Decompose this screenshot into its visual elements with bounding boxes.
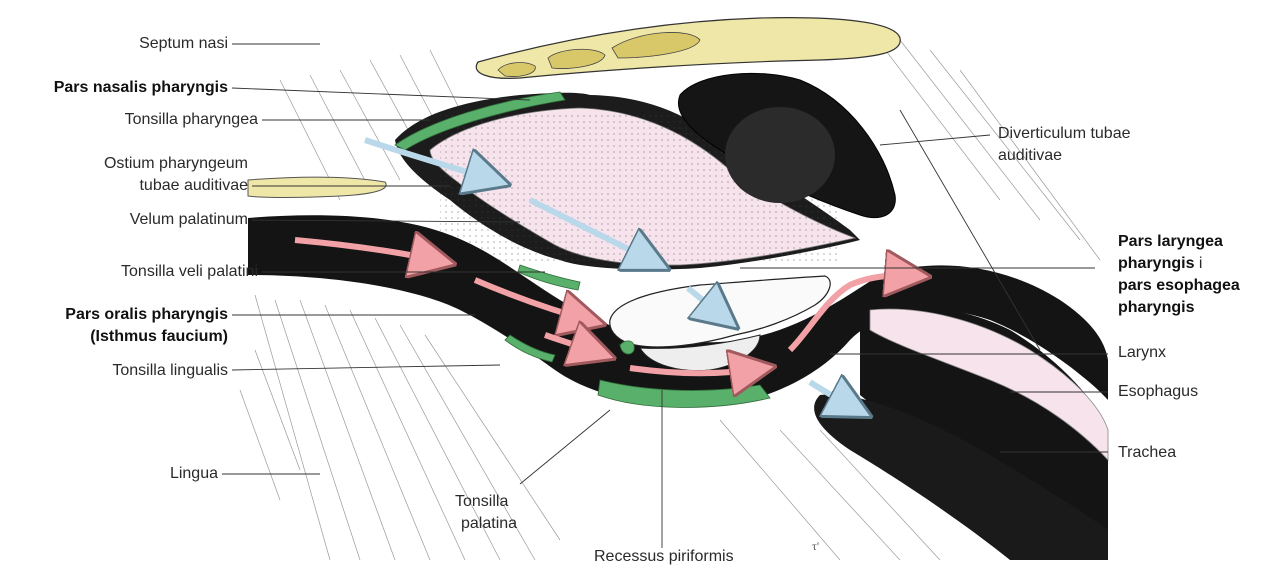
label-diverticulum-line1: Diverticulum tubae	[998, 124, 1131, 144]
label-tonsilla-pharyngea: Tonsilla pharyngea	[20, 110, 258, 130]
label-trachea: Trachea	[1118, 443, 1176, 463]
septum-bone	[476, 18, 900, 79]
label-ostium-line1: Ostium pharyngeum	[20, 154, 248, 174]
small-mark: τ'	[812, 539, 819, 553]
label-diverticulum-line2: auditivae	[998, 146, 1062, 166]
label-velum-palatinum: Velum palatinum	[20, 210, 248, 230]
label-pars-laryngea-line4: pharyngis	[1118, 298, 1194, 318]
label-tonsilla-veli: Tonsilla veli palatini	[20, 262, 258, 282]
label-lingua: Lingua	[100, 464, 218, 484]
label-tonsilla-palatina-line2: palatina	[461, 514, 517, 534]
label-pars-laryngea-line3: pars esophagea	[1118, 276, 1240, 296]
label-larynx: Larynx	[1118, 343, 1166, 363]
label-pars-oralis-line1: Pars oralis pharyngis	[4, 305, 228, 325]
label-pars-oralis-line2: (Isthmus faucium)	[4, 327, 228, 347]
label-pars-laryngea-pharyngis: pharyngis	[1118, 255, 1194, 272]
label-pars-laryngea-conj: i	[1199, 255, 1203, 272]
label-pars-laryngea-line2: pharyngis i	[1118, 254, 1202, 274]
label-septum-nasi: Septum nasi	[60, 34, 228, 54]
label-esophagus: Esophagus	[1118, 382, 1198, 402]
palate-bone	[248, 177, 386, 197]
label-tonsilla-palatina-line1: Tonsilla	[455, 492, 508, 512]
label-pars-nasalis: Pars nasalis pharyngis	[8, 78, 228, 98]
label-pars-laryngea-line1: Pars laryngea	[1118, 232, 1223, 252]
label-tonsilla-lingualis: Tonsilla lingualis	[20, 361, 228, 381]
label-ostium-line2: tubae auditivae	[20, 176, 248, 196]
label-recessus-piriformis: Recessus piriformis	[594, 547, 734, 567]
